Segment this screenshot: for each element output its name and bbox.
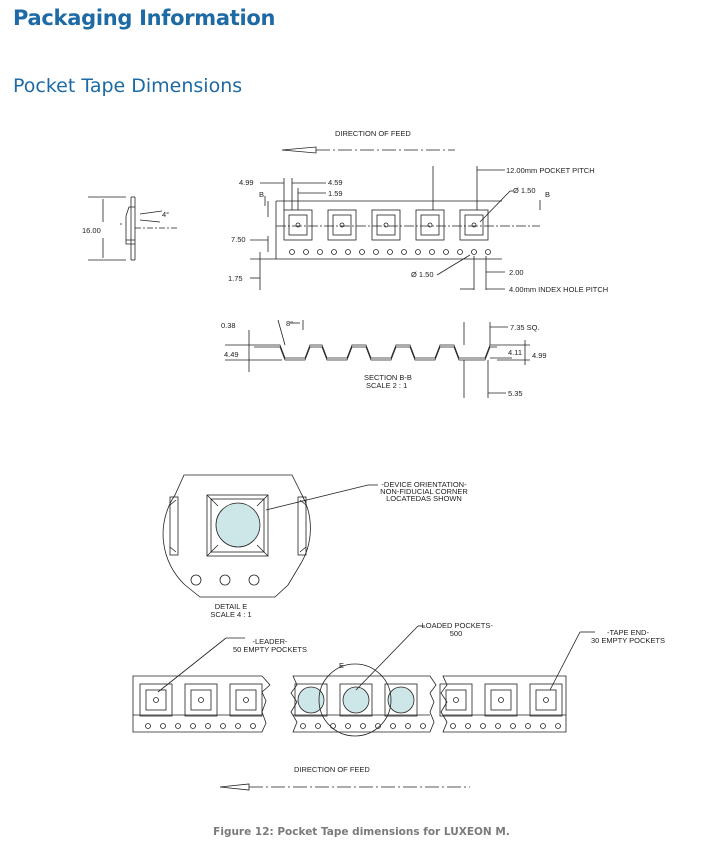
section-marker-left: B [259,190,264,199]
dim-16-00: 16.00 [82,226,101,235]
dim-1-59: 1.59 [328,189,343,198]
tape-end-line-1: -TAPE END- [607,628,649,637]
detail-scale: SCALE 4 : 1 [210,610,251,619]
dim-5-35: 5.35 [508,389,523,398]
dim-7-50: 7.50 [231,235,246,244]
detail-e [162,474,378,598]
section-title: Packaging Information [13,6,276,30]
feed-arrow-top [281,146,455,154]
feed-arrow-bottom [219,783,470,791]
device-orientation-line-2: NON-FIDUCIAL CORNER [380,487,468,496]
index-hole-pitch-label: 4.00mm INDEX HOLE PITCH [509,285,608,294]
leader-line-1: -LEADER- [252,637,288,646]
tape-reel-view [132,625,595,737]
top-view-dimensions [250,166,541,290]
dim-4-99-right: 4.99 [532,351,547,360]
leader-line-2: 50 EMPTY POCKETS [233,645,307,654]
loaded-pockets-line-2: 500 [450,629,463,638]
side-view [88,196,178,261]
pocket-tape-drawing: DIRECTION OF FEED 12.00mm POCKET PITCH 4… [82,129,665,791]
tape-top-view [275,200,540,260]
direction-of-feed-bottom: DIRECTION OF FEED [294,765,370,774]
dim-7-35-sq: 7.35 SQ. [510,323,540,332]
device-orientation-line-3: LOCATEDAS SHOWN [386,494,462,503]
dim-4-11: 4.11 [508,348,522,357]
dim-1-75: 1.75 [228,274,243,283]
direction-of-feed-top: DIRECTION OF FEED [335,129,411,138]
dim-4-99: 4.99 [239,178,254,187]
pocket-pitch-label: 12.00mm POCKET PITCH [506,166,595,175]
tape-end-line-2: 30 EMPTY POCKETS [591,636,665,645]
dim-8-degrees: 8° [286,319,293,328]
section-b-b [225,319,530,398]
subsection-title: Pocket Tape Dimensions [13,75,243,97]
dim-phi-1-50-top: Ø 1.50 [513,186,536,195]
detail-callout: E [339,661,344,670]
section-marker-right: B [545,190,550,199]
detail-label: DETAIL E [215,602,248,611]
device-orientation-line-1: -DEVICE ORIENTATION- [381,480,467,489]
dim-4-59: 4.59 [328,178,343,187]
dim-4-degrees: 4° [162,210,169,219]
section-scale: SCALE 2 : 1 [366,381,407,390]
loaded-pockets-line-1: -LOADED POCKETS- [419,621,493,630]
dim-2-00: 2.00 [509,268,524,277]
dim-4-49: 4.49 [224,350,239,359]
section-label: SECTION B-B [364,373,412,382]
dim-0-38: 0.38 [221,321,236,330]
dim-phi-1-50-bottom: Ø 1.50 [411,270,434,279]
figure-caption: Figure 12: Pocket Tape dimensions for LU… [213,826,510,838]
